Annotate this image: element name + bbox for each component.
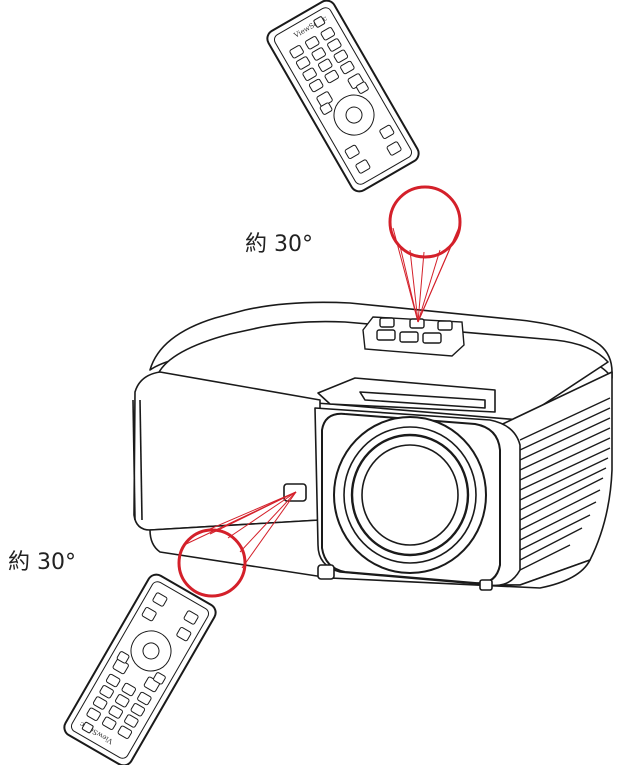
remote-control-icon: ViewSonic [63, 573, 217, 767]
ir-beam-bottom [183, 491, 297, 569]
remote-control-icon: ViewSonic [266, 0, 420, 193]
sensor-circle-top [388, 185, 462, 259]
projector-control-panel [362, 316, 465, 357]
sensor-circle-bottom [177, 528, 247, 598]
ir-beam-top [392, 224, 461, 323]
projector-icon [132, 301, 613, 591]
projector-vents [519, 397, 611, 571]
angle-label-top: 約 30° [245, 232, 313, 257]
angle-label-bottom: 約 30° [8, 550, 76, 575]
